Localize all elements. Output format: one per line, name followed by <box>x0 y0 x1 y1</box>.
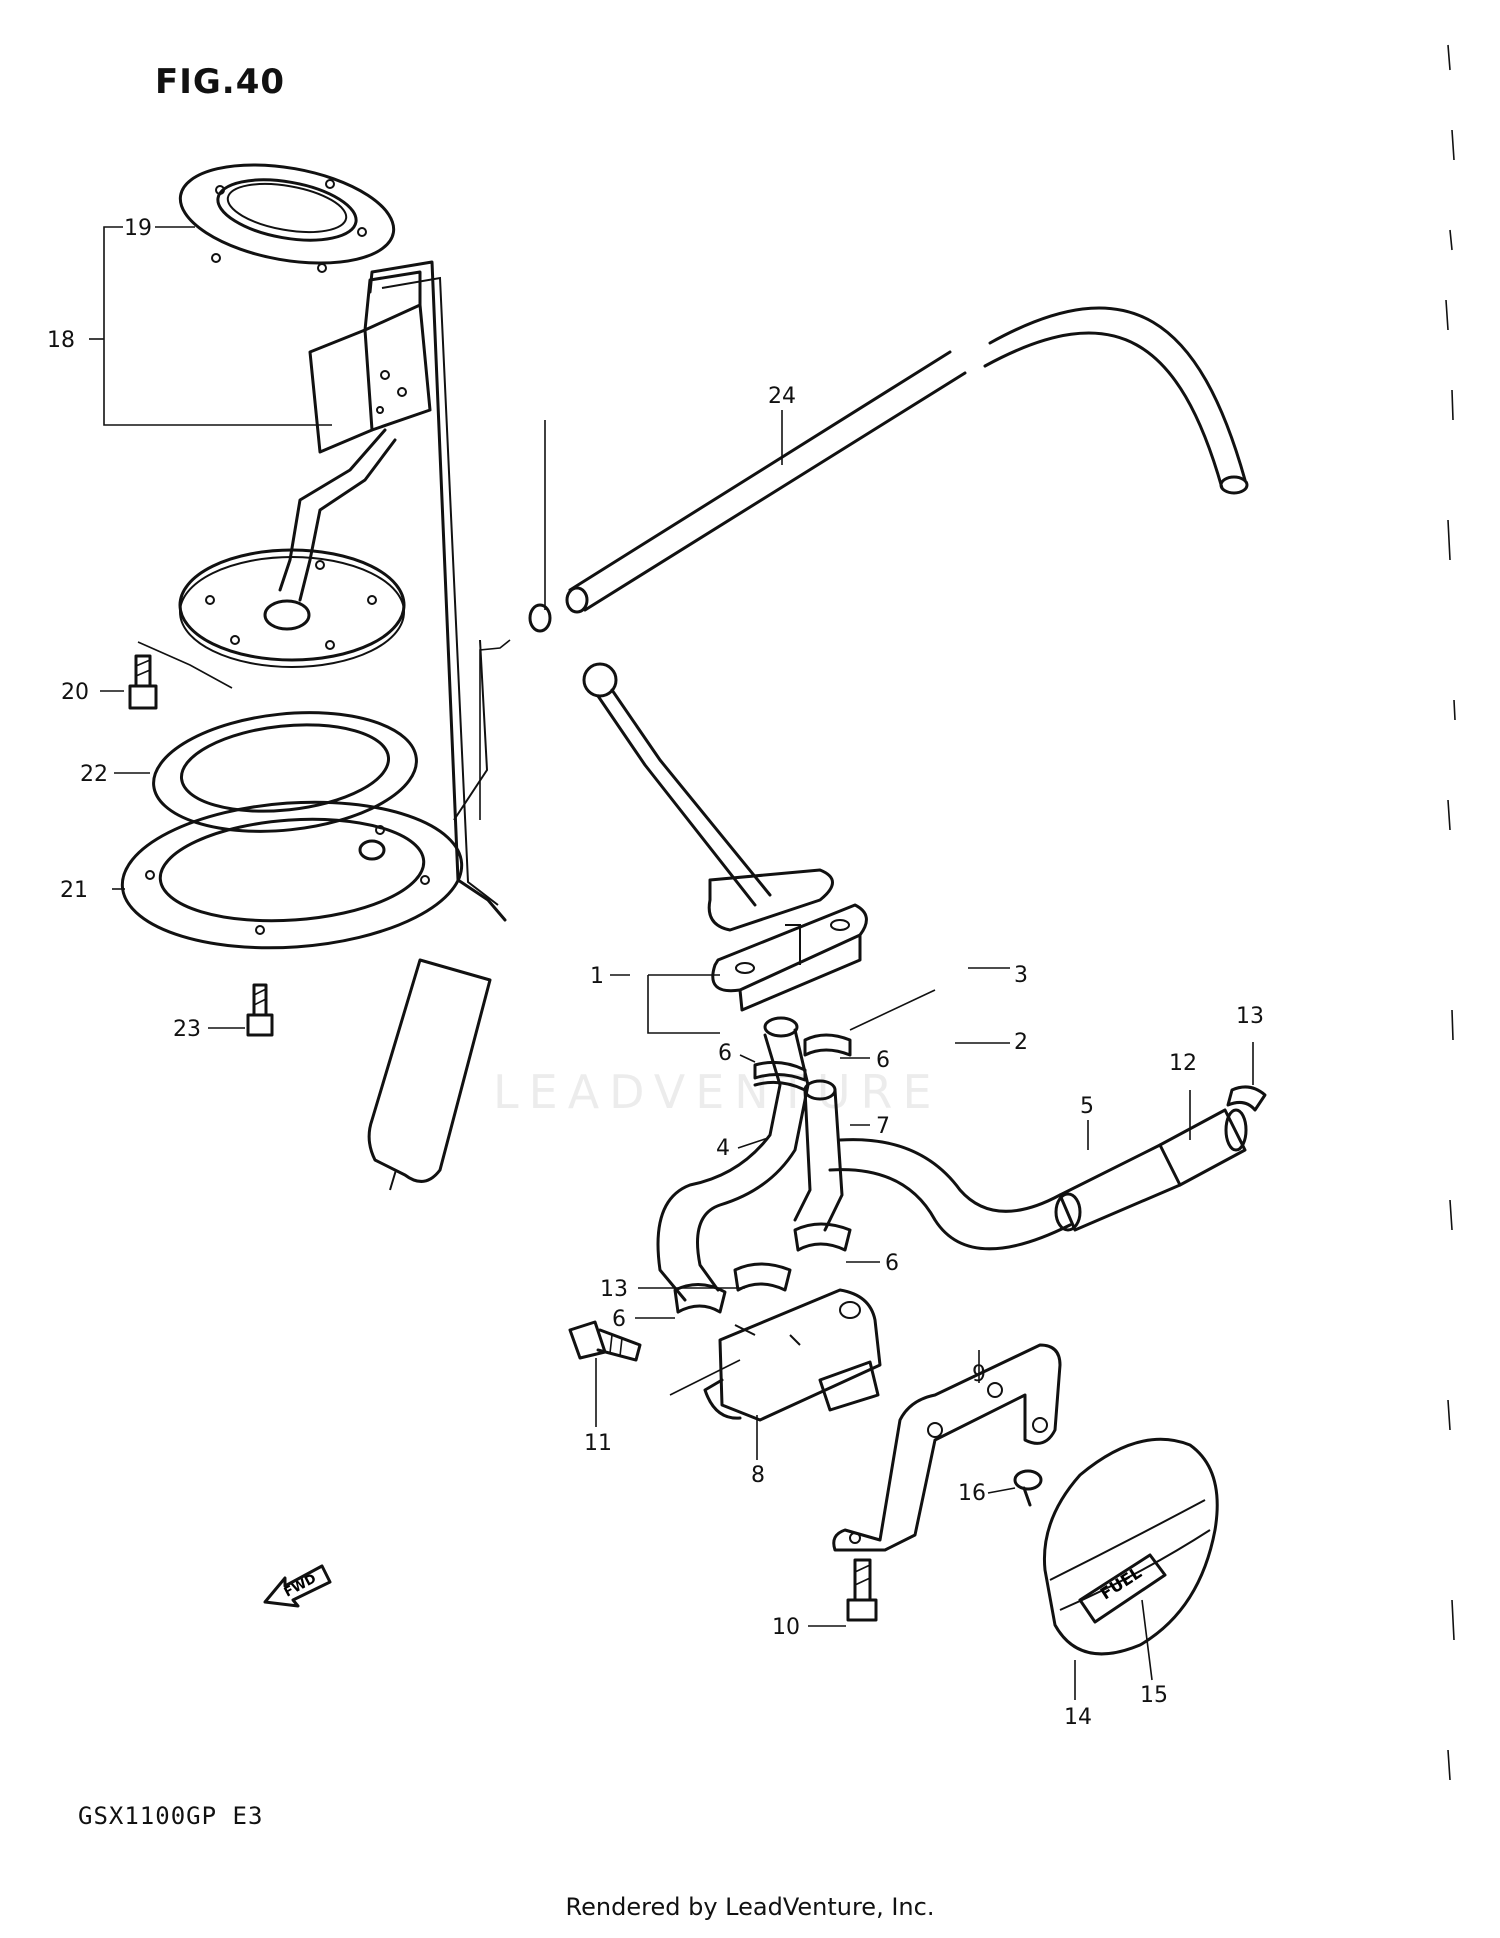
bracket-9 <box>832 1343 1062 1552</box>
clamp-6-upper-right <box>803 1033 852 1057</box>
clamp-13-right <box>1226 1085 1267 1112</box>
callout-23: 24 <box>768 384 796 409</box>
clamp-6-lower-right <box>793 1222 852 1252</box>
callout-11: 11 <box>584 1431 612 1456</box>
callout-6-a: 6 <box>876 1048 890 1073</box>
figure-title: FIG.40 <box>155 62 286 102</box>
breather-hose-23 <box>565 306 1249 614</box>
callout-6-d: 6 <box>612 1307 626 1332</box>
bolt-19 <box>128 654 158 710</box>
callout-18: 19 <box>124 216 152 241</box>
callout-5: 5 <box>1080 1094 1094 1119</box>
callout-12: 12 <box>1169 1051 1197 1076</box>
callout-20: 21 <box>60 878 88 903</box>
callout-14: 14 <box>1064 1705 1092 1730</box>
footer-credit: Rendered by LeadVenture, Inc. <box>565 1893 935 1921</box>
gasket-18 <box>178 163 396 273</box>
callout-6-b: 6 <box>718 1041 732 1066</box>
callout-19: 20 <box>61 680 89 705</box>
clamp-13-lower <box>733 1262 792 1292</box>
callout-9: 9 <box>972 1362 986 1387</box>
sender-plate-20 <box>120 800 464 950</box>
fuel-level-sender-17 <box>178 260 507 1191</box>
callout-labels: 19 18 20 22 21 23 24 1 3 2 6 6 4 7 5 12 … <box>47 216 1264 1730</box>
callout-16: 16 <box>958 1481 986 1506</box>
callout-21: 22 <box>80 762 108 787</box>
fuel-hose-5 <box>828 1138 1182 1251</box>
bolt-10 <box>846 1558 878 1622</box>
leader-lines <box>89 226 1254 1700</box>
fwd-arrow-icon: FWD <box>263 1564 332 1608</box>
clip-24 <box>528 603 552 633</box>
fuel-cock-1 <box>582 662 868 1012</box>
cap-emblem-text: FUEL <box>1097 1563 1145 1603</box>
callout-3: 3 <box>1014 963 1028 988</box>
callout-22: 23 <box>173 1017 201 1042</box>
watermark: LEADVENTURE <box>493 1065 942 1119</box>
bolt-22 <box>246 983 274 1037</box>
callout-17: 18 <box>47 328 75 353</box>
screw-11 <box>568 1320 642 1362</box>
fuel-emblem-15 <box>1078 1553 1167 1624</box>
callout-2: 2 <box>1014 1030 1028 1055</box>
hose-12 <box>1158 1108 1248 1187</box>
clamp-6-upper-left <box>753 1060 807 1092</box>
screw-16 <box>1013 1469 1043 1507</box>
callout-1: 1 <box>590 964 604 989</box>
fuel-hose-4 <box>656 1016 810 1302</box>
gasket-21 <box>152 711 418 833</box>
callout-6-c: 6 <box>885 1251 899 1276</box>
callout-13-a: 13 <box>1236 1004 1264 1029</box>
callout-8: 8 <box>751 1463 765 1488</box>
callout-4: 4 <box>716 1136 730 1161</box>
clamp-6-lower-left <box>673 1283 727 1314</box>
callout-10: 10 <box>772 1615 800 1640</box>
fuel-valve-8 <box>703 1288 882 1422</box>
fuel-cap-14: FUEL <box>1042 1437 1219 1656</box>
callout-7: 7 <box>876 1114 890 1139</box>
scan-edge-marks <box>1445 44 1456 1781</box>
callout-13-b: 13 <box>600 1277 628 1302</box>
callout-15: 15 <box>1140 1683 1168 1708</box>
model-code: GSX1100GP E3 <box>78 1802 264 1830</box>
